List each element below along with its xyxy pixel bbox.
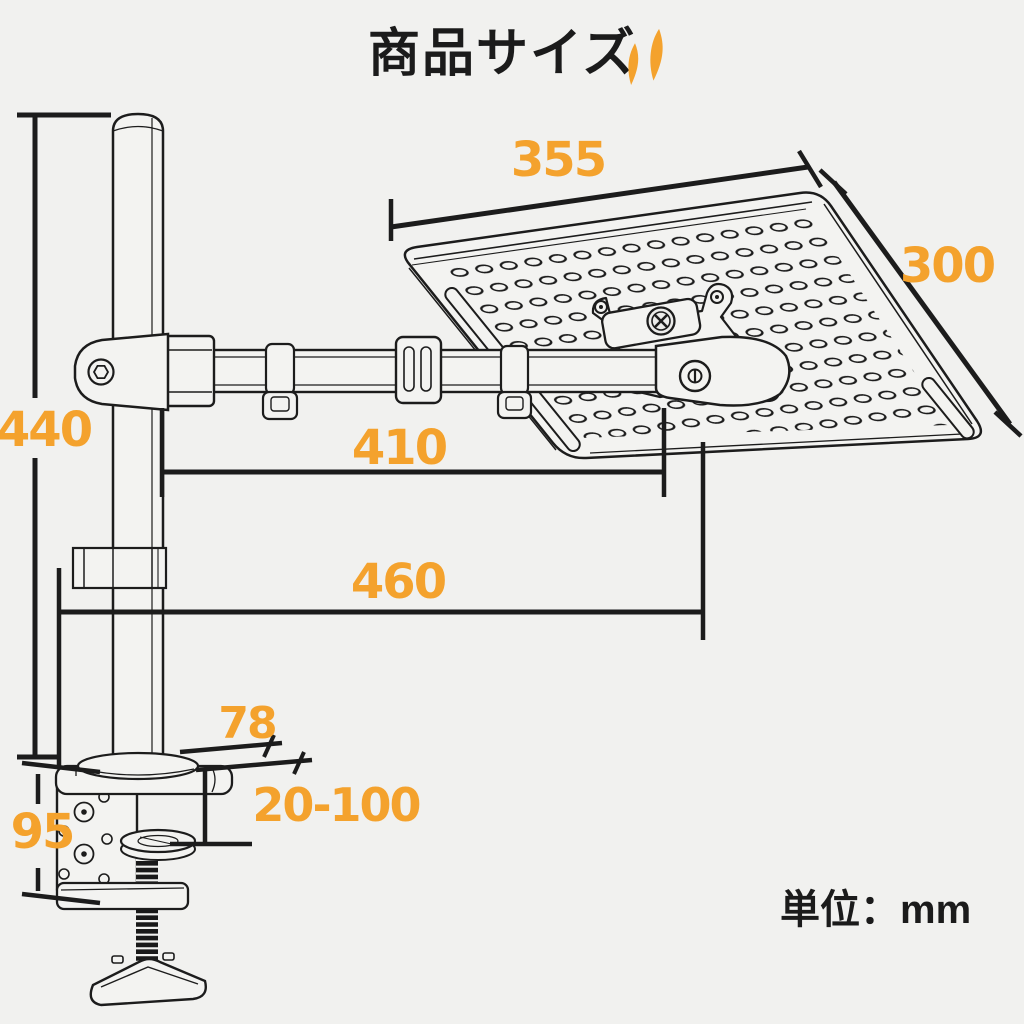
dim-label-clamp-top-depth: 78	[218, 698, 277, 749]
dim-label-total-width: 460	[350, 554, 447, 610]
dim-line-355	[388, 149, 823, 241]
arm-end-block	[654, 335, 791, 407]
support-arm	[73, 332, 791, 421]
dim-line-95	[21, 760, 101, 906]
tray-right-support-bar	[921, 376, 975, 440]
cable-clip	[264, 342, 296, 396]
clamp-t-handle	[89, 957, 207, 1007]
pole-collar	[71, 546, 168, 590]
unit-label: 単位：mm	[780, 888, 972, 932]
arm-link-block	[160, 334, 216, 408]
dim-label-clamp-height: 95	[10, 804, 76, 860]
hex-bolt-icon	[87, 358, 115, 386]
dim-line-410	[159, 408, 667, 497]
arm-elbow-joint	[394, 335, 443, 405]
dim-label-tray-depth: 300	[899, 238, 996, 294]
dim-line-460	[56, 442, 706, 768]
dim-label-arm-length: 410	[351, 420, 448, 476]
pole-base	[76, 751, 200, 781]
double-flame-icon	[628, 28, 663, 86]
cable-clip	[499, 344, 530, 396]
clamp-bottom-arm	[55, 881, 190, 911]
dim-line-300	[818, 168, 1023, 438]
tilt-joint	[601, 297, 702, 350]
page-title: 商品サイズ	[368, 25, 637, 83]
pole-clamp-bracket	[73, 332, 170, 412]
dimension-lines	[17, 112, 1023, 906]
pole	[111, 112, 165, 770]
dim-label-tray-width: 355	[510, 132, 607, 188]
dim-line-440	[17, 112, 111, 760]
dim-label-pole-height: 440	[0, 402, 93, 458]
dim-line-78	[179, 734, 313, 775]
dim-line-20-100	[170, 770, 252, 847]
dim-label-desk-thickness-range: 20-100	[252, 778, 421, 832]
